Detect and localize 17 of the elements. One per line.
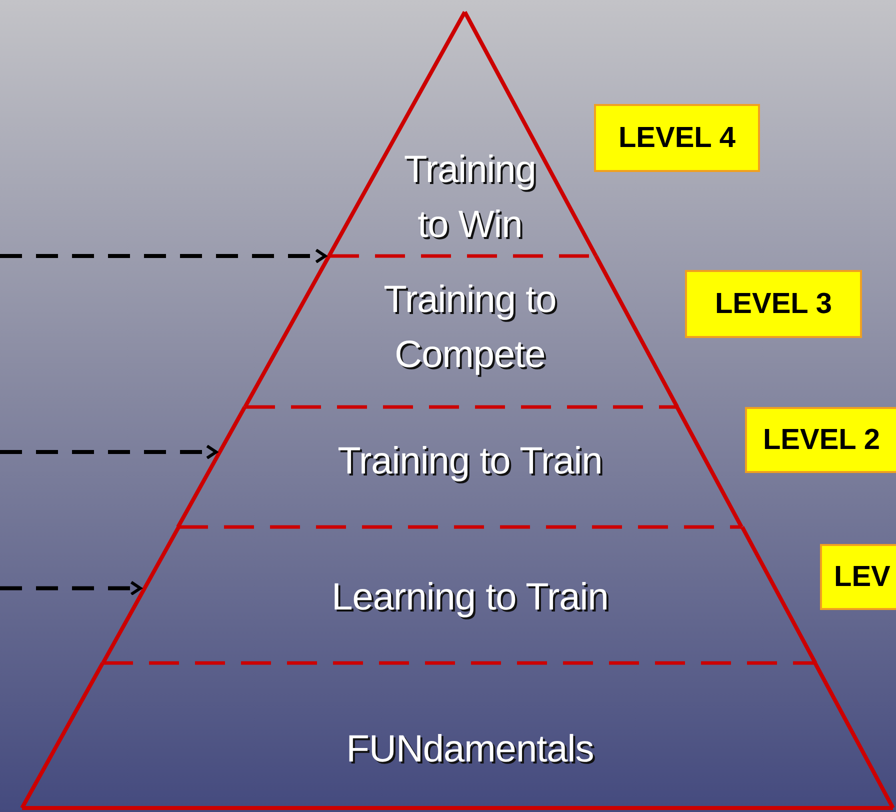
pyramid-tier: [329, 12, 596, 256]
pyramid-tier: [245, 256, 678, 407]
tier-label: Training to Train: [338, 439, 602, 484]
tier-label: Learning to Train: [332, 575, 608, 620]
level-tag: LEV: [820, 544, 896, 610]
tier-label: Training to Compete: [382, 278, 558, 378]
dashed-arrow: [0, 580, 142, 596]
dashed-arrow: [0, 248, 327, 264]
level-tag: LEVEL 4: [594, 104, 760, 172]
dashed-arrow: [0, 444, 218, 460]
pyramid-tier: [178, 407, 742, 527]
level-tag: LEVEL 2: [745, 407, 896, 473]
level-tag: LEVEL 3: [685, 270, 862, 338]
pyramid-tier: [102, 527, 816, 663]
tier-label: Training to Win: [403, 148, 537, 248]
pyramid-tier: [22, 663, 893, 808]
tier-label: FUNdamentals: [346, 727, 594, 772]
